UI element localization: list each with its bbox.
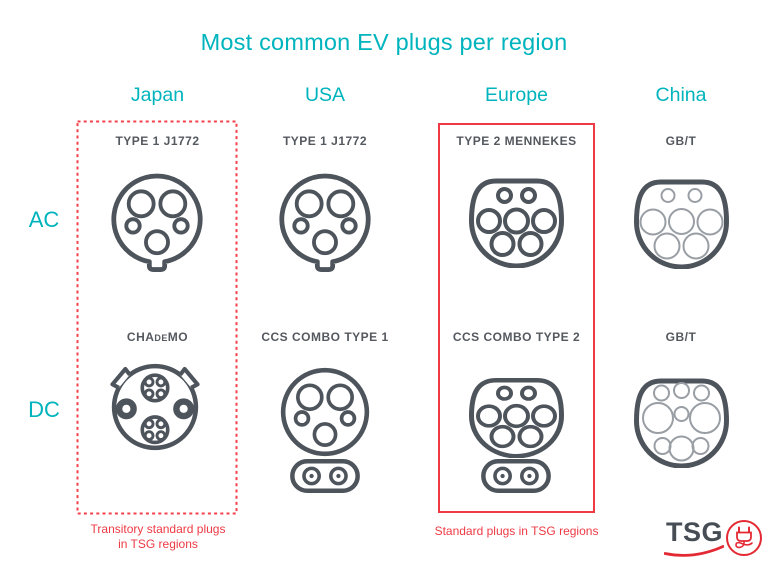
plug-label-europe-dc: CCS COMBO TYPE 2 xyxy=(452,330,581,344)
caption-transitory: Transitory standard plugs in TSG regions xyxy=(78,522,238,552)
tsg-logo-swoosh xyxy=(664,545,724,557)
type1-j1772-plug-icon xyxy=(277,170,373,276)
column-header-china: China xyxy=(655,84,707,106)
plug-label-usa-ac: TYPE 1 J1772 xyxy=(282,134,368,148)
ccs-dc-pins-pill-icon xyxy=(481,459,551,493)
column-header-japan: Japan xyxy=(130,84,185,106)
type2-mennekes-plug-icon xyxy=(469,174,564,268)
plug-label-china-ac: GB/T xyxy=(665,134,697,148)
tsg-logo-text: TSG xyxy=(666,517,724,547)
ccs-dc-pins-pill-icon xyxy=(290,459,360,493)
chademo-label-part-small: de xyxy=(154,333,168,343)
caption-transitory-line1: Transitory standard plugs xyxy=(90,522,226,536)
column-header-europe: Europe xyxy=(485,84,548,106)
caption-standard: Standard plugs in TSG regions xyxy=(434,524,599,538)
plug-label-japan-ac: TYPE 1 J1772 xyxy=(115,134,200,148)
page-title: Most common EV plugs per region xyxy=(200,29,568,55)
row-header-ac: AC xyxy=(28,207,60,232)
gbt-dc-plug-icon xyxy=(634,374,729,468)
column-header-usa: USA xyxy=(304,84,346,106)
chademo-plug-icon xyxy=(105,357,205,457)
tsg-logo-plug-icon xyxy=(726,520,762,556)
plug-label-usa-dc: CCS COMBO TYPE 1 xyxy=(261,330,389,344)
caption-transitory-line2: in TSG regions xyxy=(118,537,198,551)
chademo-label-part: CHA xyxy=(126,330,155,344)
plug-label-china-dc: GB/T xyxy=(665,330,697,344)
gbt-ac-plug-icon xyxy=(634,175,729,269)
row-header-dc: DC xyxy=(28,397,60,422)
type1-j1772-plug-icon xyxy=(109,170,205,276)
plug-label-japan-dc: CHAdeMO xyxy=(78,330,237,344)
chademo-label-part: MO xyxy=(167,330,189,344)
transitory-standard-dashed-box xyxy=(76,120,238,515)
ccs-combo-type1-plug-icon xyxy=(279,366,371,458)
standard-plugs-solid-box xyxy=(438,123,595,513)
plug-label-europe-ac: TYPE 2 MENNEKES xyxy=(456,134,577,148)
ccs-combo-type2-plug-icon xyxy=(469,374,564,458)
